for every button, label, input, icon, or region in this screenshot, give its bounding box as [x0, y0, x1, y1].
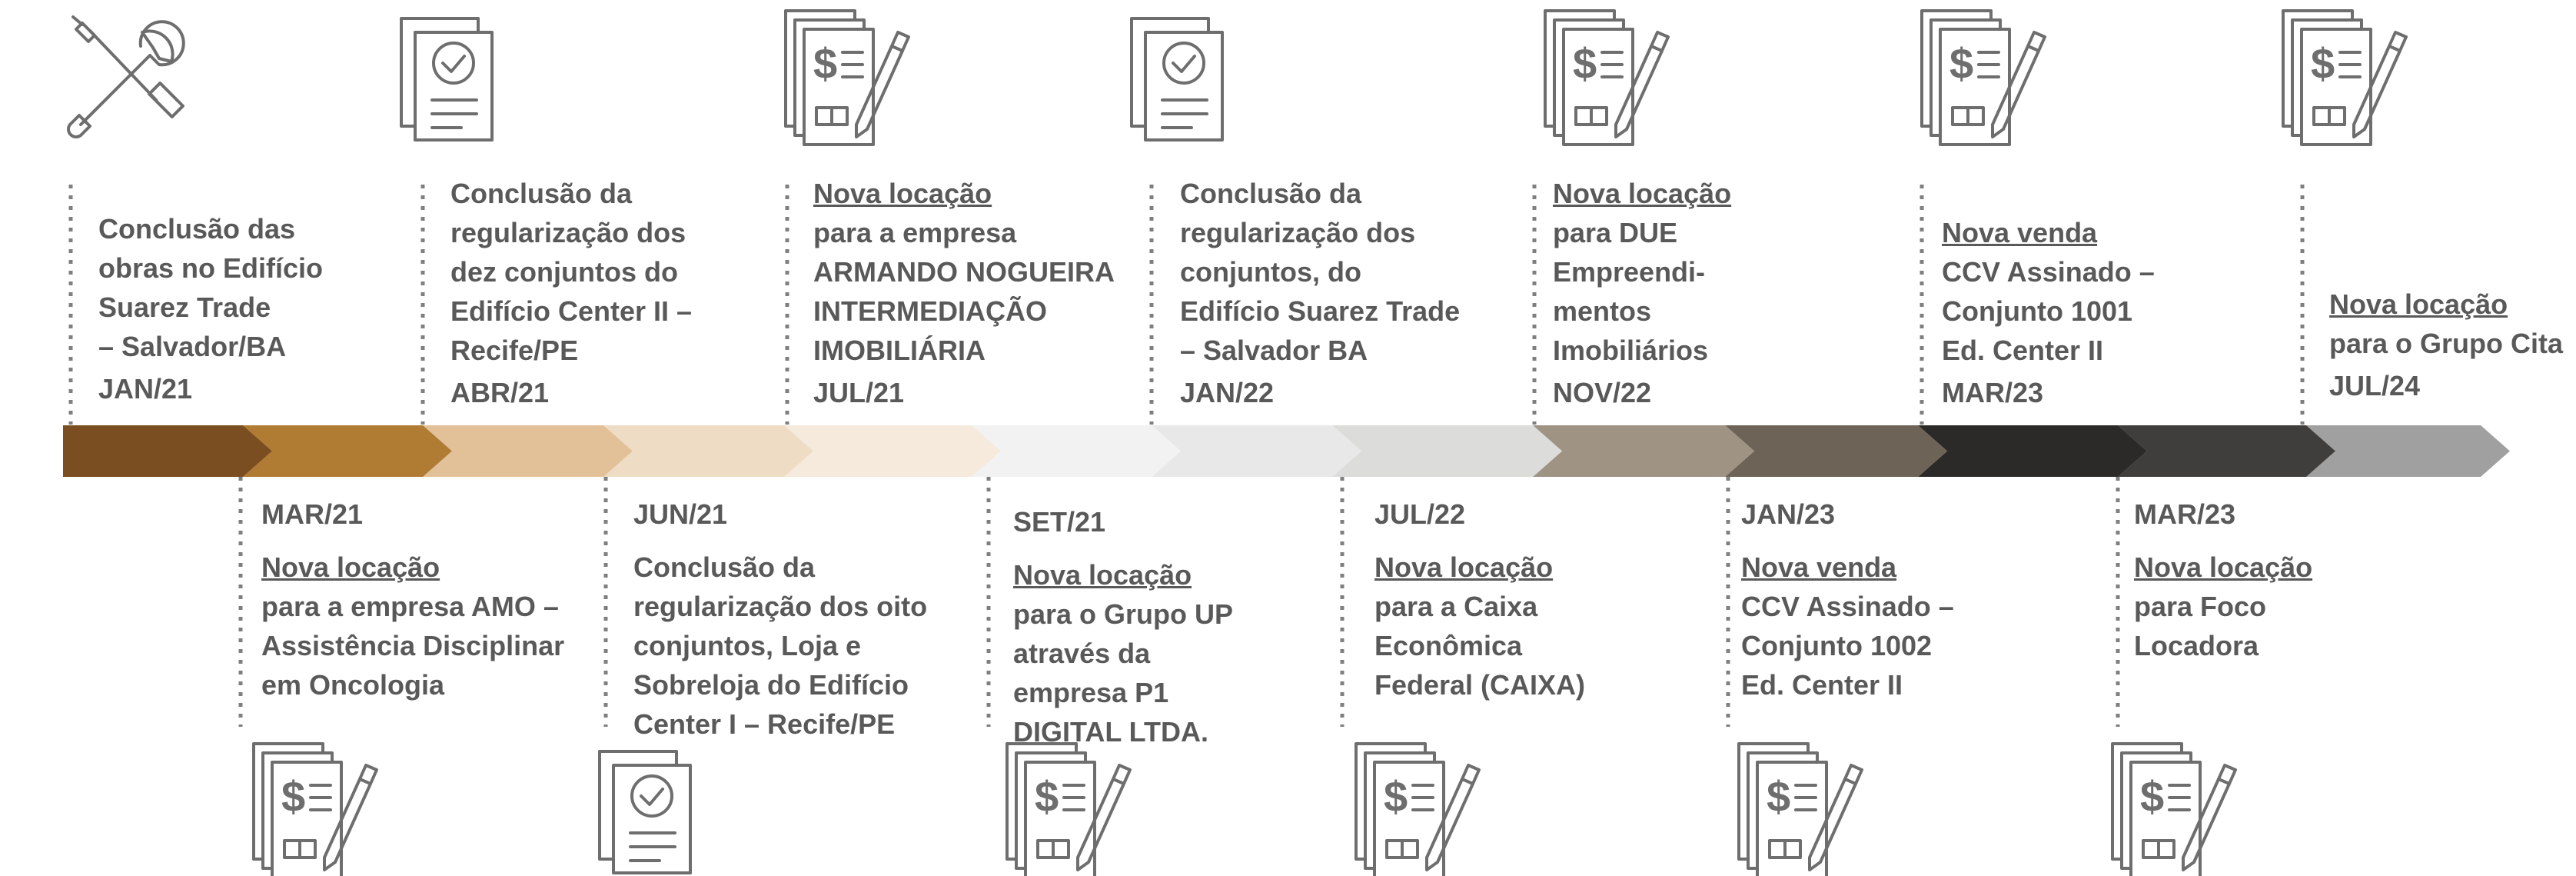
svg-text:$: $	[2140, 772, 2164, 821]
event-abr21: Conclusão da regularização dos dez conju…	[450, 174, 692, 412]
event-description: para o Grupo UP através da empresa P1 DI…	[1013, 598, 1234, 748]
event-date: JUL/22	[1374, 498, 1466, 530]
event-heading: Nova locação	[1374, 551, 1554, 583]
event-description: para a empresa AMO – Assistência Discipl…	[261, 591, 565, 701]
event-date: JAN/22	[1180, 377, 1275, 408]
event-description: para Foco Locadora	[2134, 591, 2267, 661]
contract-icon: $	[1354, 742, 1481, 876]
event-description: Conclusão da regularização dos oito conj…	[633, 551, 928, 740]
event-date: JUN/21	[633, 498, 728, 530]
svg-text:$: $	[1035, 772, 1059, 821]
timeline-segment	[1332, 425, 1562, 477]
svg-text:$: $	[813, 39, 837, 88]
contract-icon: $	[1005, 742, 1132, 876]
event-jan22: Conclusão da regularização dos conjuntos…	[1180, 174, 1460, 412]
event-jul21: Nova locação para a empresa ARMANDO NOGUE…	[813, 174, 1115, 412]
timeline-segment	[1725, 425, 1947, 477]
event-date: MAR/23	[2134, 498, 2236, 530]
timeline-segment	[1918, 425, 2147, 477]
event-heading: Nova locação	[2329, 288, 2508, 320]
contract-icon: $	[252, 742, 378, 876]
timeline-segment	[784, 425, 1001, 477]
event-description: Conclusão da regularização dos conjuntos…	[1180, 178, 1461, 366]
tools-icon	[67, 15, 185, 138]
timeline-segment	[1152, 425, 1361, 477]
approved-document-icon	[598, 750, 692, 874]
event-date: JAN/21	[98, 373, 193, 405]
svg-text:$: $	[1767, 772, 1790, 821]
contract-icon: $	[1920, 9, 2046, 146]
approved-document-icon	[1130, 17, 1224, 142]
svg-text:$: $	[281, 772, 305, 821]
event-date: MAR/23	[1942, 377, 2044, 408]
svg-text:$: $	[1949, 39, 1973, 88]
svg-text:$: $	[1573, 39, 1597, 88]
svg-text:$: $	[1384, 772, 1408, 821]
event-date: JUL/24	[2329, 370, 2421, 401]
event-nov22: Nova locação para DUE Empreendi- mentos I…	[1553, 174, 1731, 412]
event-description: CCV Assinado – Conjunto 1002 Ed. Center …	[1741, 591, 1954, 701]
event-heading: Nova locação	[2134, 551, 2313, 583]
timeline-segment	[423, 425, 633, 477]
timeline-segment	[2118, 425, 2335, 477]
event-description: CCV Assinado – Conjunto 1001 Ed. Center …	[1942, 256, 2155, 366]
event-heading: Nova locação	[1553, 178, 1732, 209]
approved-document-icon	[400, 17, 494, 142]
event-description: Conclusão das obras no Edifício Suarez T…	[98, 213, 324, 362]
timeline-segment	[2306, 425, 2510, 477]
event-description: para a empresa ARMANDO NOGUEIRA INTERMED…	[813, 217, 1115, 366]
event-description: para a Caixa Econômica Federal (CAIXA)	[1374, 591, 1586, 701]
event-description: para o Grupo Cita	[2329, 328, 2564, 359]
timeline-segment	[63, 425, 272, 477]
event-heading: Nova venda	[1942, 217, 2098, 248]
event-date: JAN/23	[1741, 498, 1836, 530]
contract-icon: $	[2282, 9, 2408, 146]
timeline-segment	[243, 425, 452, 477]
contract-icon: $	[784, 9, 910, 146]
event-date: MAR/21	[261, 498, 364, 530]
contract-icon: $	[1544, 9, 1670, 146]
svg-text:$: $	[2311, 39, 2335, 88]
event-description: para DUE Empreendi- mentos Imobiliários	[1553, 217, 1709, 366]
contract-icon: $	[2111, 742, 2237, 876]
event-heading: Nova locação	[261, 551, 440, 583]
event-jan21: Conclusão das obras no Edifício Suarez T…	[98, 209, 323, 408]
contract-icon: $	[1737, 742, 1863, 876]
event-heading: Nova locação	[813, 178, 992, 209]
timeline-segment	[972, 425, 1181, 477]
event-heading: Nova locação	[1013, 559, 1192, 591]
event-heading: Nova venda	[1741, 551, 1897, 583]
timeline-segment	[603, 425, 813, 477]
event-date: SET/21	[1013, 506, 1106, 538]
event-date: NOV/22	[1553, 377, 1652, 408]
event-description: Conclusão da regularização dos dez conju…	[450, 178, 693, 366]
event-date: JUL/21	[813, 377, 905, 408]
timeline-segment	[1533, 425, 1754, 477]
event-date: ABR/21	[450, 377, 550, 408]
